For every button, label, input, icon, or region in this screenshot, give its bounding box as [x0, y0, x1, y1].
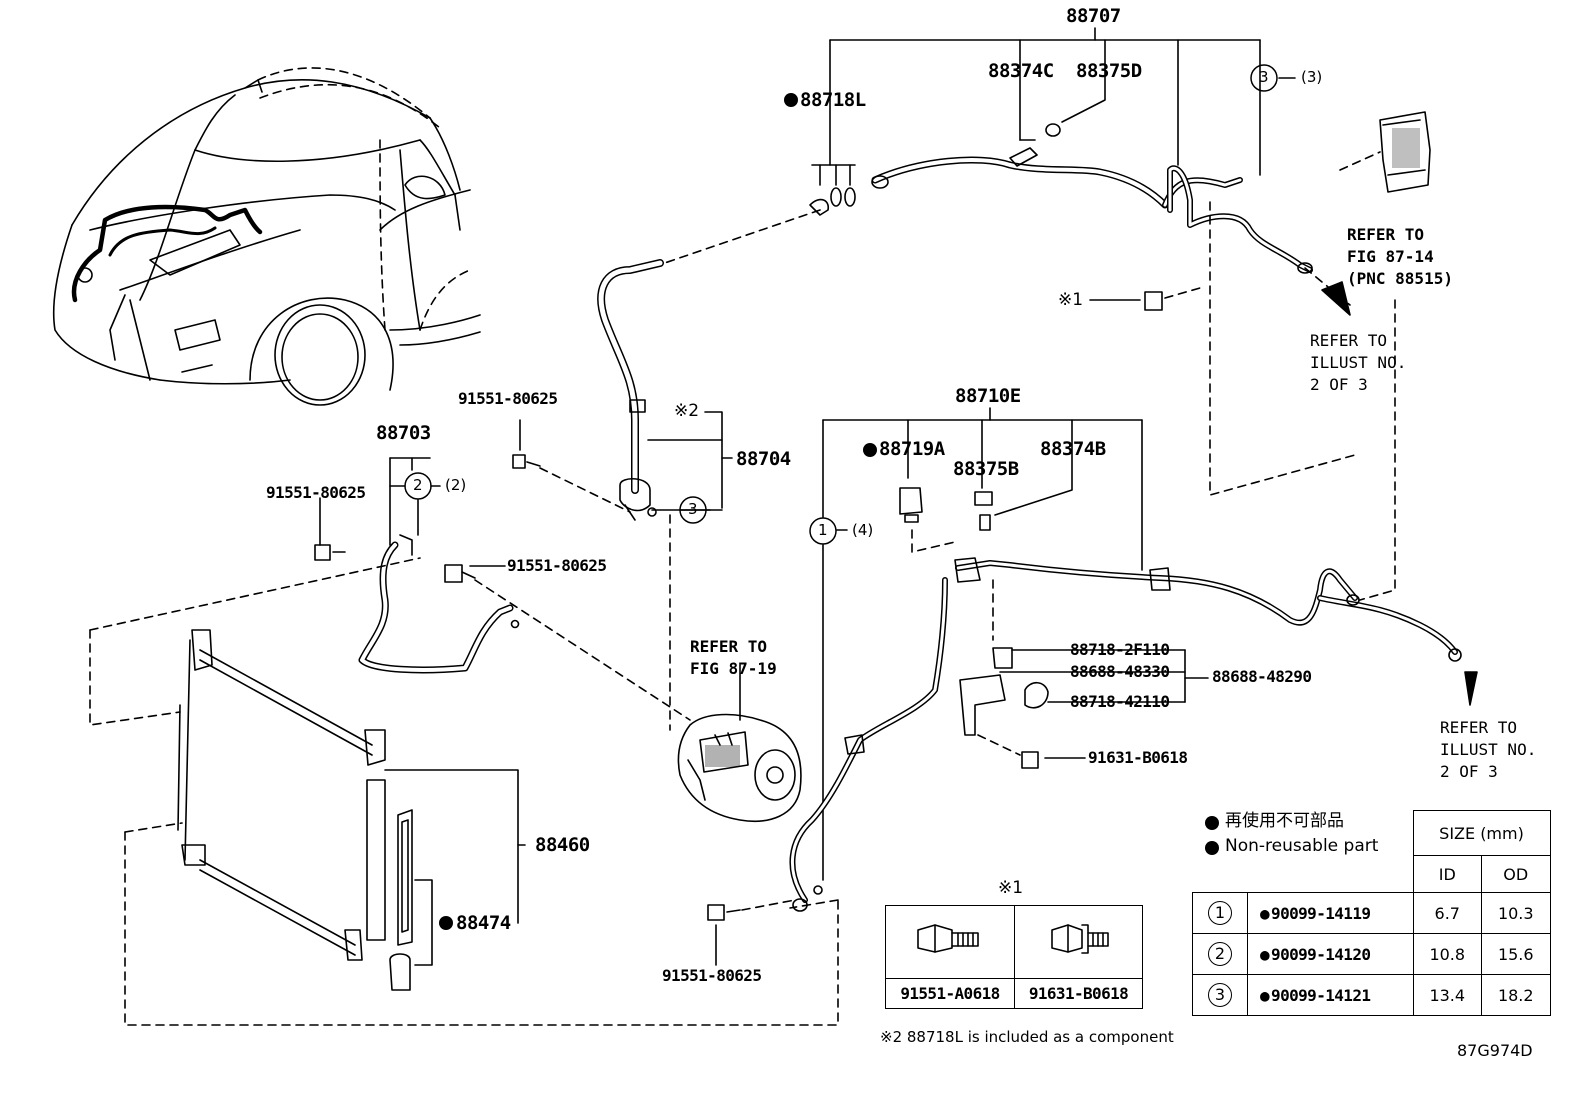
arrow-down-icon	[1321, 281, 1351, 316]
label-88718-2f110: 88718-2F110	[1070, 640, 1170, 659]
row-od: 15.6	[1481, 933, 1551, 975]
row-id: 10.8	[1412, 933, 1482, 975]
row-part-number: 90099-14120	[1247, 933, 1414, 975]
label-88374b: 88374B	[1040, 438, 1106, 460]
callout-circles	[404, 64, 1278, 545]
row-number: 1	[1208, 901, 1232, 925]
mark-note-1: ※1	[1058, 290, 1084, 310]
label-91631-b0618: 91631-B0618	[1088, 748, 1188, 767]
refer-illust-bottom: REFER TO ILLUST NO. 2 OF 3	[1440, 718, 1537, 781]
label-88707: 88707	[1066, 5, 1121, 27]
non-reusable-markers	[439, 93, 877, 930]
label-88374c: 88374C	[988, 60, 1054, 82]
bolt-box-right: 91631-B0618	[1014, 978, 1143, 1009]
row-id: 13.4	[1412, 974, 1482, 1016]
table-row: 3 90099-14121 13.4 18.2	[1192, 974, 1551, 1016]
table-row: 2 90099-14120 10.8 15.6	[1192, 933, 1551, 975]
arrow-down-icon	[1464, 671, 1478, 706]
callout-3-qty: (3)	[1301, 68, 1323, 86]
bolt-box-title: ※1	[998, 878, 1024, 898]
hose-88703	[314, 457, 520, 674]
hose-88704	[597, 209, 821, 521]
condenser-88460-icon	[177, 629, 526, 991]
label-bolt-91551-80625-top: 91551-80625	[458, 389, 558, 408]
legend-jp: 再使用不可部品	[1225, 811, 1344, 831]
row-od: 10.3	[1481, 892, 1551, 934]
callout-3-top: 3	[1259, 68, 1269, 86]
compressor-icon	[677, 664, 802, 822]
legend-en: Non-reusable part	[1225, 836, 1379, 856]
row-part-number: 90099-14121	[1247, 974, 1414, 1016]
size-table-col-od: OD	[1481, 855, 1551, 893]
label-88474: 88474	[456, 912, 511, 934]
label-88703: 88703	[376, 422, 431, 444]
row-part-number: 90099-14119	[1247, 892, 1414, 934]
label-88375d: 88375D	[1076, 60, 1142, 82]
vehicle-front-icon	[52, 67, 481, 406]
footnote: ※2 88718L is included as a component	[880, 1028, 1174, 1046]
callout-3-hose: 3	[688, 500, 698, 518]
row-od: 18.2	[1481, 974, 1551, 1016]
row-number: 3	[1208, 983, 1232, 1007]
size-table-header: SIZE (mm)	[1412, 810, 1551, 856]
label-88710e: 88710E	[955, 385, 1021, 407]
callout-1: 1	[818, 521, 828, 539]
refer-fig-87-14: REFER TO FIG 87-14 (PNC 88515)	[1347, 225, 1453, 288]
refer-fig-87-19: REFER TO FIG 87-19	[690, 637, 777, 678]
label-88688-48290: 88688-48290	[1212, 667, 1312, 686]
expansion-valve-icon	[1339, 111, 1431, 193]
callout-2-qty: (2)	[445, 476, 467, 494]
label-88460: 88460	[535, 834, 590, 856]
bolt-box-left: 91551-A0618	[885, 978, 1015, 1009]
mark-note-2: ※2	[674, 401, 700, 421]
label-88688-48330: 88688-48330	[1070, 662, 1170, 681]
label-bolt-91551-80625-left: 91551-80625	[266, 483, 366, 502]
size-table-col-id: ID	[1412, 855, 1482, 893]
size-table: SIZE (mm) ID OD 1 90099-14119 6.7 10.3 2…	[1192, 810, 1551, 1016]
row-number: 2	[1208, 942, 1232, 966]
label-bolt-91551-80625-mid: 91551-80625	[507, 556, 607, 575]
label-bolt-91551-80625-bottom: 91551-80625	[662, 966, 762, 985]
label-88718-42110: 88718-42110	[1070, 692, 1170, 711]
refer-illust-top: REFER TO ILLUST NO. 2 OF 3	[1310, 331, 1407, 394]
label-88375b: 88375B	[953, 458, 1019, 480]
row-id: 6.7	[1412, 892, 1482, 934]
label-88718l: 88718L	[800, 89, 866, 111]
bolt-box: 91551-A0618 91631-B0618	[885, 905, 1143, 1009]
label-88719a: 88719A	[879, 438, 945, 460]
pipe-88707	[809, 27, 1313, 274]
figure-code: 87G974D	[1457, 1041, 1533, 1060]
table-row: 1 90099-14119 6.7 10.3	[1192, 892, 1551, 934]
pipe-88710e	[789, 407, 1462, 912]
label-88704: 88704	[736, 448, 791, 470]
callout-1-qty: (4)	[852, 521, 874, 539]
callout-2: 2	[413, 476, 423, 494]
